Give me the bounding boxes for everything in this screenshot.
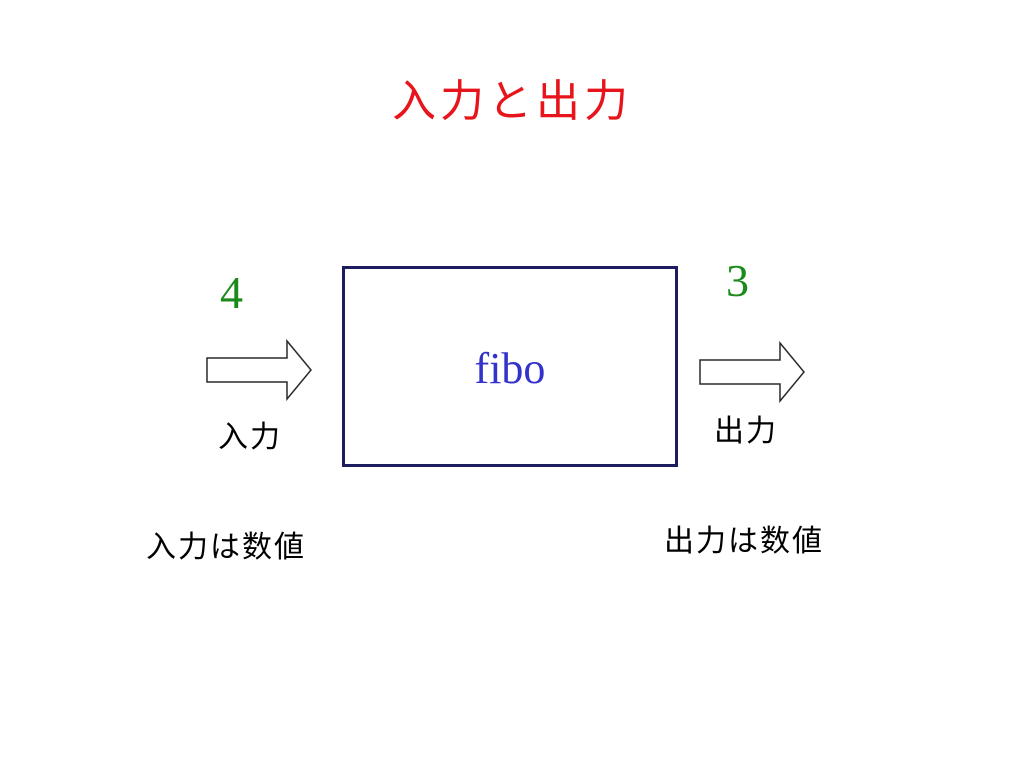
output-note: 出力は数値 <box>664 524 824 559</box>
function-name: fibo <box>474 344 546 393</box>
output-label: 出力 <box>714 414 778 449</box>
input-value: 4 <box>220 267 243 318</box>
input-arrow-icon <box>206 338 312 402</box>
fibo-function-box: fibo <box>342 266 678 467</box>
output-arrow-icon <box>699 340 805 404</box>
input-label: 入力 <box>218 420 282 455</box>
output-value: 3 <box>726 255 749 306</box>
page-title: 入力と出力 <box>392 76 632 127</box>
input-note: 入力は数値 <box>146 530 306 565</box>
